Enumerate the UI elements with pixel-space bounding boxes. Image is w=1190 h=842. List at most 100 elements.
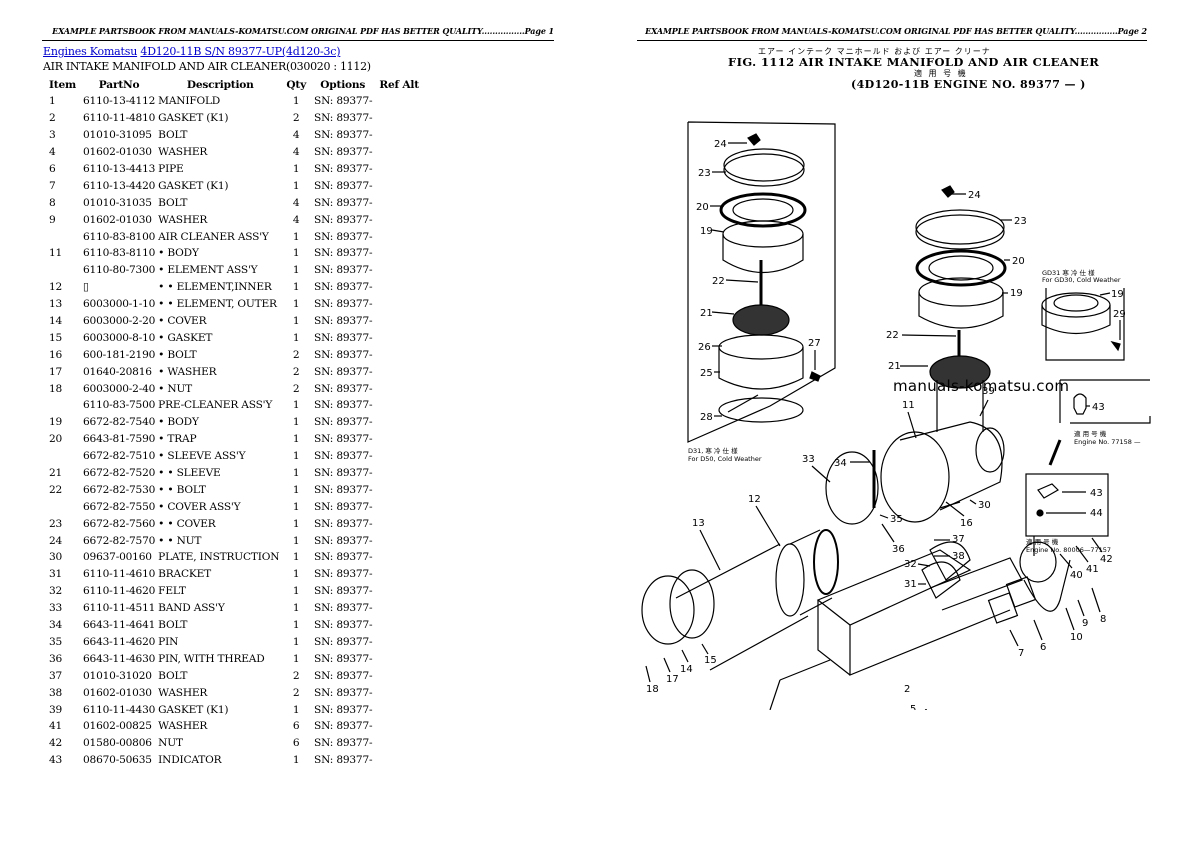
- svg-text:38: 38: [952, 551, 965, 562]
- options-cell: SN: 89377-: [314, 652, 373, 665]
- ref-alt-cell: [375, 667, 423, 684]
- svg-text:22: 22: [886, 330, 899, 341]
- inset-right-note-jp: GD31 寒 冷 仕 様: [1042, 268, 1095, 277]
- item-cell: 41: [49, 720, 63, 733]
- svg-text:44: 44: [1090, 508, 1103, 519]
- qty-cell: 1: [292, 500, 300, 513]
- partno-cell: 01602-01030: [83, 686, 152, 699]
- partno-cell: 6672-82-7550: [83, 500, 156, 513]
- description-cell: WASHER: [158, 146, 208, 159]
- options-cell: SN: 89377-: [314, 95, 373, 108]
- options-cell: SN: 89377-: [314, 129, 373, 142]
- svg-text:26: 26: [698, 342, 711, 353]
- qty-cell: 1: [292, 399, 300, 412]
- partno-cell: 6643-11-4620: [83, 635, 156, 648]
- qty-cell: 6: [292, 720, 300, 733]
- partno-cell: 6110-83-8100: [83, 230, 156, 243]
- central-callouts: 24 23 20 19 22 21: [886, 190, 1027, 372]
- qty-cell: 2: [292, 669, 300, 682]
- item-cell: 20: [49, 433, 63, 446]
- ref-alt-cell: [375, 177, 423, 194]
- figure-title: FIG. 1112 AIR INTAKE MANIFOLD AND AIR CL…: [728, 55, 1100, 69]
- item-cell: 12: [49, 281, 63, 294]
- partno-cell: 01580-00806: [83, 737, 152, 750]
- options-cell: SN: 89377-: [314, 416, 373, 429]
- description-cell: • NUT: [158, 382, 193, 395]
- description-cell: BOLT: [158, 129, 188, 142]
- options-cell: SN: 89377-: [314, 500, 373, 513]
- breadcrumb-link-model[interactable]: 4D120-11B S/N 89377-UP(4d120-3c): [140, 45, 341, 58]
- partno-cell: 6110-13-4413: [83, 163, 156, 175]
- item-cell: 34: [49, 619, 63, 632]
- svg-text:29: 29: [1113, 309, 1126, 320]
- description-cell: • SLEEVE ASS'Y: [158, 450, 246, 463]
- cover-14: [641, 575, 695, 645]
- qty-cell: 1: [292, 179, 300, 192]
- options-cell: SN: 89377-: [314, 315, 373, 328]
- qty-cell: 1: [292, 517, 300, 530]
- inset-right-callouts: 19 29: [1099, 289, 1126, 340]
- qty-cell: 2: [292, 382, 300, 395]
- item-cell: [45, 448, 80, 465]
- qty-cell: 1: [292, 450, 300, 463]
- item-cell: [45, 262, 80, 279]
- ref-alt-cell: [375, 583, 423, 600]
- figure-subtitle: (4D120-11B ENGINE NO. 89377 — ): [851, 78, 1086, 91]
- svg-text:41: 41: [1086, 564, 1099, 575]
- description-cell: • BODY: [158, 416, 199, 429]
- item-cell: 14: [49, 315, 63, 328]
- partno-cell: 6110-83-8110: [83, 247, 156, 260]
- description-cell: • BODY: [158, 247, 199, 260]
- description-cell: • • BOLT: [158, 483, 206, 496]
- svg-text:9: 9: [1082, 618, 1088, 629]
- item-cell: 17: [49, 365, 63, 378]
- qty-cell: 2: [292, 686, 300, 699]
- options-cell: SN: 89377-: [314, 703, 373, 716]
- svg-text:15: 15: [704, 655, 717, 666]
- svg-text:8: 8: [1100, 614, 1106, 625]
- ref-alt-cell: [375, 161, 423, 178]
- partno-cell: 6672-82-7540: [83, 416, 156, 429]
- description-cell: • ELEMENT ASS'Y: [158, 264, 258, 277]
- breadcrumb-link-engines-komatsu[interactable]: Engines Komatsu: [43, 45, 138, 58]
- ref-alt-cell: [375, 617, 423, 634]
- main-callouts: 11 39 33 34 12 13 30 35 16 36 37 38 32 3…: [645, 386, 1113, 710]
- partno-cell: 6672-82-7520: [83, 467, 156, 480]
- options-cell: SN: 89377-: [314, 281, 373, 294]
- ref-alt-cell: [375, 211, 423, 228]
- ref-alt-cell: [375, 245, 423, 262]
- central-precleaner: [915, 185, 1007, 389]
- qty-cell: 4: [292, 129, 300, 142]
- ref-alt-cell: [375, 448, 423, 465]
- col-description: Description: [186, 78, 254, 91]
- item-cell: 9: [49, 213, 56, 226]
- air-cleaner-body: [880, 380, 1005, 523]
- page-1-header: EXAMPLE PARTSBOOK FROM MANUALS-KOMATSU.C…: [42, 26, 554, 41]
- qty-cell: 1: [292, 247, 300, 260]
- ref-alt-cell: [375, 127, 423, 144]
- ref-alt-cell: [375, 397, 423, 414]
- band-33: [825, 451, 879, 525]
- svg-text:31: 31: [904, 579, 917, 590]
- partno-cell: 6003000-2-40: [83, 382, 156, 395]
- item-cell: 43: [49, 754, 63, 767]
- svg-text:19: 19: [1111, 289, 1124, 300]
- svg-text:10: 10: [1070, 632, 1083, 643]
- svg-text:20: 20: [696, 202, 709, 213]
- item-cell: 7: [49, 179, 56, 192]
- qty-cell: 1: [292, 585, 300, 598]
- partno-cell: 6643-11-4630: [83, 652, 156, 665]
- indicator2-note-en: Engine No. 80006—77157: [1026, 546, 1111, 554]
- col-qty: Qty: [286, 78, 307, 91]
- table-header-row: Item PartNo Description Qty Options Ref …: [45, 76, 423, 93]
- partno-cell: 6003000-2-20: [83, 315, 156, 328]
- description-cell: PRE-CLEANER ASS'Y: [158, 399, 273, 412]
- ref-alt-cell: [375, 194, 423, 211]
- partno-cell: 6110-11-4810: [83, 112, 156, 125]
